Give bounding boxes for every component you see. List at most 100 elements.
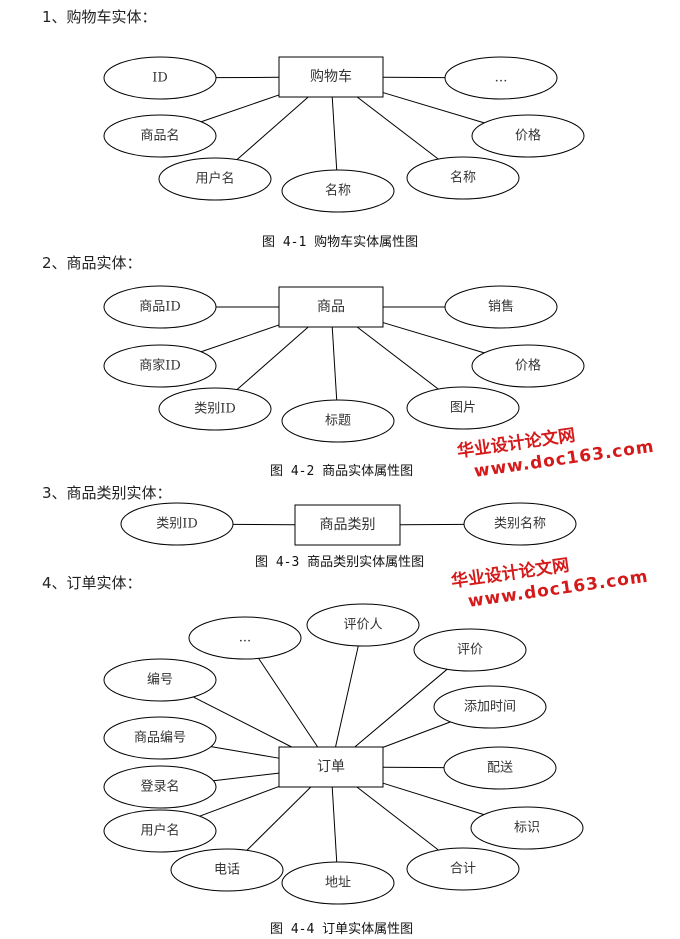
attribute-ellipse xyxy=(120,502,234,546)
attribute-label: 销售 xyxy=(488,299,514,315)
section-heading-category: 3、商品类别实体： xyxy=(42,484,172,502)
attribute-ellipse xyxy=(444,285,558,329)
attribute-label: 用户名 xyxy=(140,823,179,839)
attribute-ellipse xyxy=(188,616,302,660)
attribute-label: 名称 xyxy=(450,170,476,186)
caption-fig-4-1: 图 4-1 购物车实体属性图 xyxy=(262,235,419,250)
caption-fig-4-3: 图 4-3 商品类别实体属性图 xyxy=(255,555,425,570)
er-diagram-1: 购物车ID…商品名价格用户名名称名称 xyxy=(103,56,585,213)
section-heading-cart: 1、购物车实体： xyxy=(42,8,157,26)
attribute-ellipse xyxy=(443,746,557,790)
attribute-ellipse xyxy=(463,502,577,546)
attribute-ellipse xyxy=(103,114,217,158)
caption-fig-4-4: 图 4-4 订单实体属性图 xyxy=(270,922,414,937)
section-heading-order: 4、订单实体： xyxy=(42,574,142,592)
entity-label: 商品类别 xyxy=(320,517,376,533)
er-diagram-3: 商品类别 类别ID 类别名称 xyxy=(120,502,577,546)
connector-line xyxy=(335,645,359,748)
attribute-label: 类别ID xyxy=(194,402,236,417)
connector-line xyxy=(201,324,280,353)
attribute-label: 标题 xyxy=(325,414,351,429)
connector-line xyxy=(356,326,439,390)
connector-line xyxy=(382,92,485,124)
attribute-label: … xyxy=(495,71,508,86)
connector-line xyxy=(356,96,439,160)
entity-box xyxy=(294,504,401,546)
connector-line xyxy=(201,94,280,123)
attribute-ellipse xyxy=(444,56,558,100)
attribute-label: 评价 xyxy=(457,643,483,658)
connector-line xyxy=(331,96,338,171)
entity-label: 购物车 xyxy=(310,68,352,85)
connector-line xyxy=(331,786,338,863)
attribute-ellipse xyxy=(103,765,217,809)
attribute-ellipse xyxy=(281,861,395,905)
attribute-ellipse xyxy=(471,344,585,388)
connector-line xyxy=(192,696,292,748)
attribute-label: 类别ID xyxy=(156,517,198,532)
attribute-ellipse xyxy=(103,344,217,388)
attribute-ellipse xyxy=(103,658,217,702)
connector-line xyxy=(213,772,280,782)
section-heading-product: 2、商品实体： xyxy=(42,254,142,272)
entity-box xyxy=(278,286,384,328)
attribute-label: 电话 xyxy=(214,863,240,878)
connector-line xyxy=(210,746,280,759)
attribute-label: 商品编号 xyxy=(134,731,186,746)
attribute-label: 合计 xyxy=(450,862,476,877)
attribute-label: 地址 xyxy=(325,876,351,891)
attribute-ellipse xyxy=(471,114,585,158)
attribute-label: 配送 xyxy=(487,761,513,776)
connector-line xyxy=(331,326,338,401)
attribute-ellipse xyxy=(158,387,272,431)
connector-line xyxy=(246,786,312,851)
attribute-ellipse xyxy=(281,169,395,213)
attribute-ellipse xyxy=(103,56,217,100)
attribute-ellipse xyxy=(470,806,584,850)
attribute-label: 编号 xyxy=(147,673,173,688)
attribute-label: 价格 xyxy=(515,358,541,374)
attribute-label: 评价人 xyxy=(343,618,382,633)
attribute-ellipse xyxy=(433,685,547,729)
attribute-label: 用户名 xyxy=(195,171,234,187)
attribute-ellipse xyxy=(103,716,217,760)
attribute-label: 商家ID xyxy=(139,358,181,374)
attribute-ellipse xyxy=(306,603,420,647)
attribute-ellipse xyxy=(281,399,395,443)
connector-line xyxy=(258,658,319,748)
entity-label: 订单 xyxy=(317,759,345,775)
connector-line xyxy=(382,782,485,816)
connector-line xyxy=(354,668,448,748)
connector-line xyxy=(356,786,439,851)
attribute-ellipse xyxy=(170,848,284,892)
attribute-ellipse xyxy=(103,809,217,853)
caption-fig-4-2: 图 4-2 商品实体属性图 xyxy=(270,464,414,479)
connector-line xyxy=(382,322,485,354)
connector-line xyxy=(236,96,309,161)
attribute-label: 商品ID xyxy=(139,300,181,315)
attribute-label: 标识 xyxy=(514,821,540,836)
attribute-label: 图片 xyxy=(450,401,476,416)
attribute-label: 商品名 xyxy=(140,128,179,144)
connector-line xyxy=(382,721,451,748)
attribute-label: 登录名 xyxy=(140,779,179,795)
connector-line xyxy=(199,785,280,817)
attribute-ellipse xyxy=(158,157,272,201)
attribute-ellipse xyxy=(406,156,520,200)
attribute-label: 类别名称 xyxy=(494,516,546,532)
entity-label: 商品 xyxy=(317,299,345,315)
entity-box xyxy=(278,56,384,98)
attribute-ellipse xyxy=(413,628,527,672)
attribute-label: 价格 xyxy=(515,128,541,144)
entity-box xyxy=(278,746,384,788)
attribute-ellipse xyxy=(103,285,217,329)
attribute-label: 添加时间 xyxy=(464,700,516,715)
attribute-label: ... xyxy=(239,631,251,646)
attribute-ellipse xyxy=(406,847,520,891)
connector-line xyxy=(236,326,309,391)
attribute-label: 名称 xyxy=(325,183,351,199)
attribute-label: ID xyxy=(152,71,168,86)
